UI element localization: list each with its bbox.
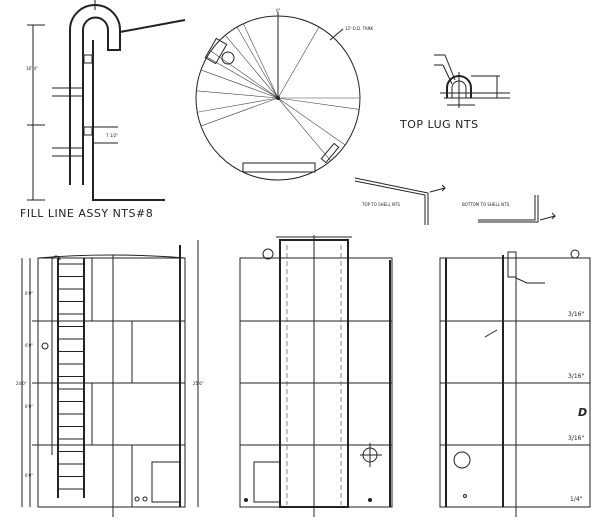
left-course-dim-4: 6'0" xyxy=(25,473,33,478)
center-elevation xyxy=(239,235,393,517)
right-course-thickness-2: 3/16" xyxy=(568,373,584,380)
fill-line-assembly-detail: 16'-4" 7 1/2" FILL LINE ASSY NTS#8 xyxy=(20,0,186,220)
plan-radial-line xyxy=(200,97,279,127)
plan-radial-line xyxy=(225,34,279,99)
left-course-dim-1: 6'0" xyxy=(25,291,33,296)
plan-radial-line xyxy=(277,97,360,110)
fill-line-dim-height: 16'-4" xyxy=(26,66,38,71)
fill-line-dim-offset: 7 1/2" xyxy=(106,133,118,138)
right-elevation: 3/16" 3/16" 3/16" 1/4" D xyxy=(439,249,591,517)
top-lug-title: TOP LUG NTS xyxy=(399,118,479,131)
bottom-to-shell-detail: BOTTOM TO SHELL NTS xyxy=(462,195,556,223)
top-to-shell-title: TOP TO SHELL NTS xyxy=(361,202,400,207)
right-course-thickness-4: 1/4" xyxy=(570,496,583,503)
right-course-thickness-3: 3/16" xyxy=(568,435,584,442)
plan-radial-line xyxy=(200,69,279,99)
top-to-shell-detail: TOP TO SHELL NTS xyxy=(354,177,446,225)
left-overall-height: 24'0" xyxy=(16,381,27,386)
plan-radial-line xyxy=(277,26,320,99)
plan-radial-line xyxy=(277,97,346,146)
left-course-dim-2: 6'0" xyxy=(25,343,33,348)
left-course-dim-3: 6'0" xyxy=(25,404,33,409)
plan-radial-line xyxy=(236,26,279,99)
right-course-thickness-1: 3/16" xyxy=(568,311,584,318)
plan-radial-line xyxy=(277,97,331,162)
tank-plan-view: 0° 12'-O.D. TANK xyxy=(195,8,373,181)
bottom-to-shell-title: BOTTOM TO SHELL NTS xyxy=(462,202,510,207)
plan-radial-line xyxy=(197,97,279,113)
plan-tank-label: 12'-O.D. TANK xyxy=(345,26,373,31)
plan-angle-label: 0° xyxy=(276,8,281,13)
top-lug-detail: TOP LUG NTS xyxy=(399,54,510,131)
fill-line-title: FILL LINE ASSY NTS#8 xyxy=(20,207,153,220)
right-elevation-mark: D xyxy=(578,406,587,419)
plan-radial-line xyxy=(196,90,279,99)
plan-radial-line xyxy=(243,23,279,99)
left-total-height: 25'6" xyxy=(193,381,204,386)
left-elevation: 6'0" 6'0" 6'0" 6'0" 24'0" 25'6" xyxy=(16,240,204,517)
plan-radial-line xyxy=(206,56,279,99)
